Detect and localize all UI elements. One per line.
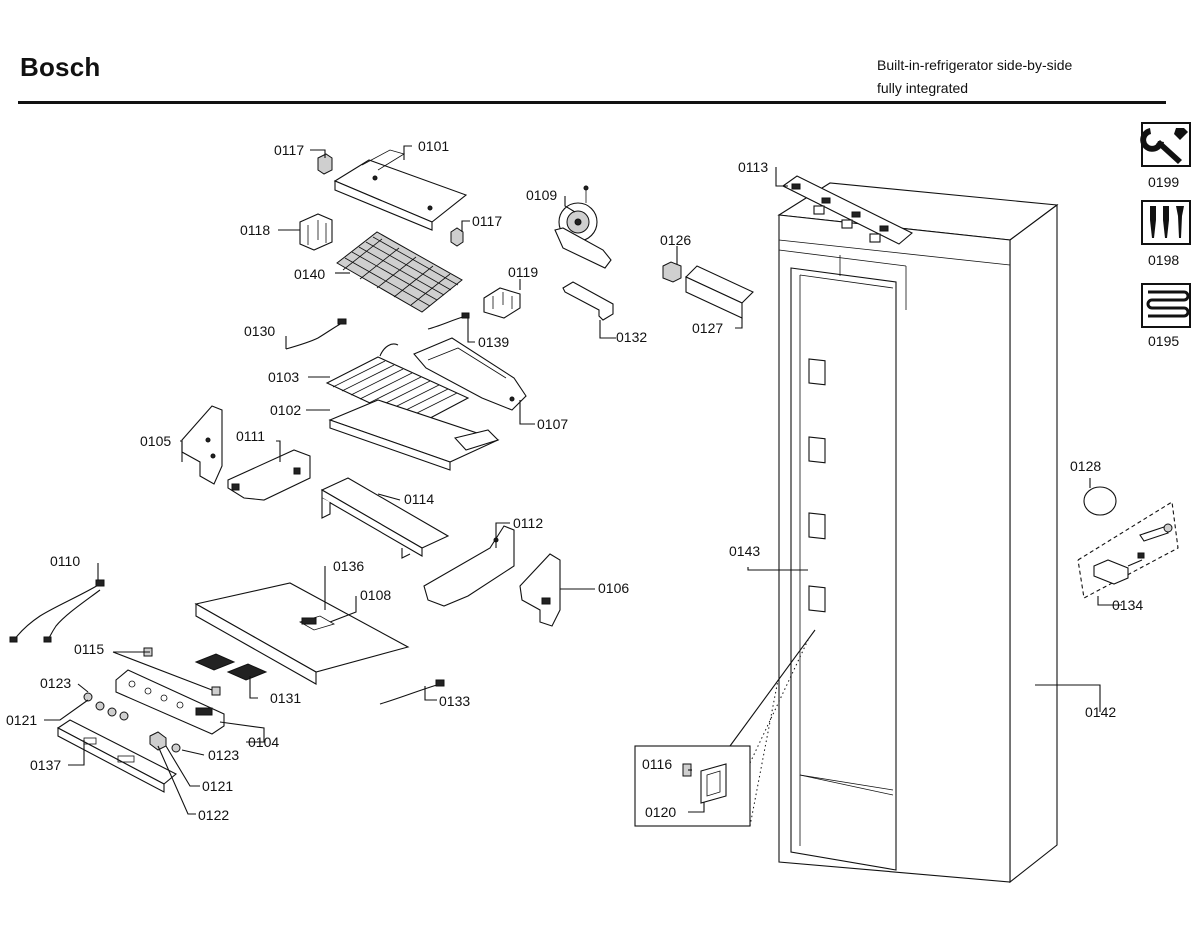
callout-0101: 0101 bbox=[418, 138, 449, 154]
callout-0132: 0132 bbox=[616, 329, 647, 345]
subtitle-line-2: fully integrated bbox=[877, 80, 969, 96]
callout-0142: 0142 bbox=[1085, 704, 1116, 720]
callout-0116: 0116 bbox=[642, 756, 672, 772]
sensor-group-0134 bbox=[1077, 501, 1179, 599]
callout-0127: 0127 bbox=[692, 320, 723, 336]
ring-0128 bbox=[1083, 486, 1117, 516]
callout-0198: 0198 bbox=[1148, 252, 1179, 268]
callout-0117-top: 0117 bbox=[274, 142, 304, 158]
cabinet-housing bbox=[777, 182, 1059, 884]
screwdriver-tools-icon bbox=[1141, 200, 1191, 245]
evaporator-grid-0103 bbox=[325, 343, 470, 426]
callout-0143: 0143 bbox=[729, 543, 760, 559]
callout-0106: 0106 bbox=[598, 580, 629, 596]
button-0115-right bbox=[211, 686, 221, 696]
wrench-document-icon bbox=[1140, 122, 1191, 167]
callout-0126: 0126 bbox=[660, 232, 691, 248]
sensor-cable-0139 bbox=[427, 312, 470, 330]
wiring-harness-0110 bbox=[9, 579, 105, 643]
callout-0105: 0105 bbox=[140, 433, 171, 449]
callout-0109: 0109 bbox=[526, 187, 557, 203]
holder-0118 bbox=[299, 213, 333, 251]
callout-0103: 0103 bbox=[268, 369, 299, 385]
callout-0120: 0120 bbox=[645, 804, 676, 820]
product-subtitle: Built-in-refrigerator side-by-side fully… bbox=[877, 54, 1072, 100]
hinge-rail-0113 bbox=[781, 175, 913, 245]
callout-0119: 0119 bbox=[508, 264, 538, 280]
callout-0115: 0115 bbox=[74, 641, 104, 657]
clip-0117-right bbox=[450, 227, 464, 247]
callout-0131: 0131 bbox=[270, 690, 301, 706]
handle-0132 bbox=[562, 281, 614, 321]
coil-icon bbox=[1141, 283, 1191, 328]
bracket-0106 bbox=[519, 553, 561, 627]
callout-labels: 0117 0101 0118 0117 0109 0140 0119 0126 … bbox=[6, 138, 1179, 823]
control-panel-0137 bbox=[56, 719, 177, 793]
callout-0122: 0122 bbox=[198, 807, 229, 823]
callout-0195: 0195 bbox=[1148, 333, 1179, 349]
clip-0126 bbox=[662, 261, 682, 283]
callout-0112: 0112 bbox=[513, 515, 543, 531]
callout-0102: 0102 bbox=[270, 402, 301, 418]
drain-tray-0107 bbox=[413, 337, 527, 411]
callout-0140: 0140 bbox=[294, 266, 325, 282]
callout-0111: 0111 bbox=[236, 428, 265, 444]
callout-0107: 0107 bbox=[537, 416, 568, 432]
sensor-cable-0130 bbox=[285, 318, 347, 350]
inset-detail-box bbox=[634, 629, 816, 827]
subtitle-line-1: Built-in-refrigerator side-by-side bbox=[877, 57, 1073, 73]
clip-0117-top bbox=[317, 153, 333, 175]
callout-0118: 0118 bbox=[240, 222, 270, 238]
callout-0123-left: 0123 bbox=[40, 675, 71, 691]
callout-0104: 0104 bbox=[248, 734, 279, 750]
brand-title: Bosch bbox=[20, 52, 101, 82]
header-rule bbox=[18, 101, 1166, 104]
bracket-0105 bbox=[181, 405, 223, 485]
control-housing-0108 bbox=[194, 582, 410, 685]
drip-tray-0102 bbox=[328, 399, 500, 471]
callout-0137: 0137 bbox=[30, 757, 61, 773]
air-duct-cover-0101 bbox=[333, 149, 468, 231]
callout-0121-left: 0121 bbox=[6, 712, 37, 728]
callout-0110: 0110 bbox=[50, 553, 80, 569]
label-plate-0127 bbox=[685, 265, 754, 319]
knobs-0123 bbox=[83, 692, 181, 753]
leader-lines bbox=[44, 145, 1122, 815]
fan-0109 bbox=[554, 185, 612, 269]
callout-0139: 0139 bbox=[478, 334, 509, 350]
callout-0133: 0133 bbox=[439, 693, 470, 709]
callout-0113: 0113 bbox=[738, 159, 768, 175]
sensor-cable-0133 bbox=[379, 679, 445, 705]
cover-plate-0114 bbox=[320, 477, 450, 559]
callout-0130: 0130 bbox=[244, 323, 275, 339]
bracket-0111 bbox=[227, 449, 311, 501]
callout-0108: 0108 bbox=[360, 587, 391, 603]
callout-0134: 0134 bbox=[1112, 597, 1143, 613]
connector-0131 bbox=[194, 653, 268, 681]
callout-0114: 0114 bbox=[404, 491, 434, 507]
callout-0199: 0199 bbox=[1148, 174, 1179, 190]
callout-0136: 0136 bbox=[333, 558, 364, 574]
callout-0121-right: 0121 bbox=[202, 778, 233, 794]
bracket-0119 bbox=[483, 287, 521, 319]
evaporator-0140 bbox=[336, 231, 463, 313]
callout-0123-right: 0123 bbox=[208, 747, 239, 763]
callout-0117-right: 0117 bbox=[472, 213, 502, 229]
callout-0128: 0128 bbox=[1070, 458, 1101, 474]
control-board-0104 bbox=[115, 669, 225, 735]
